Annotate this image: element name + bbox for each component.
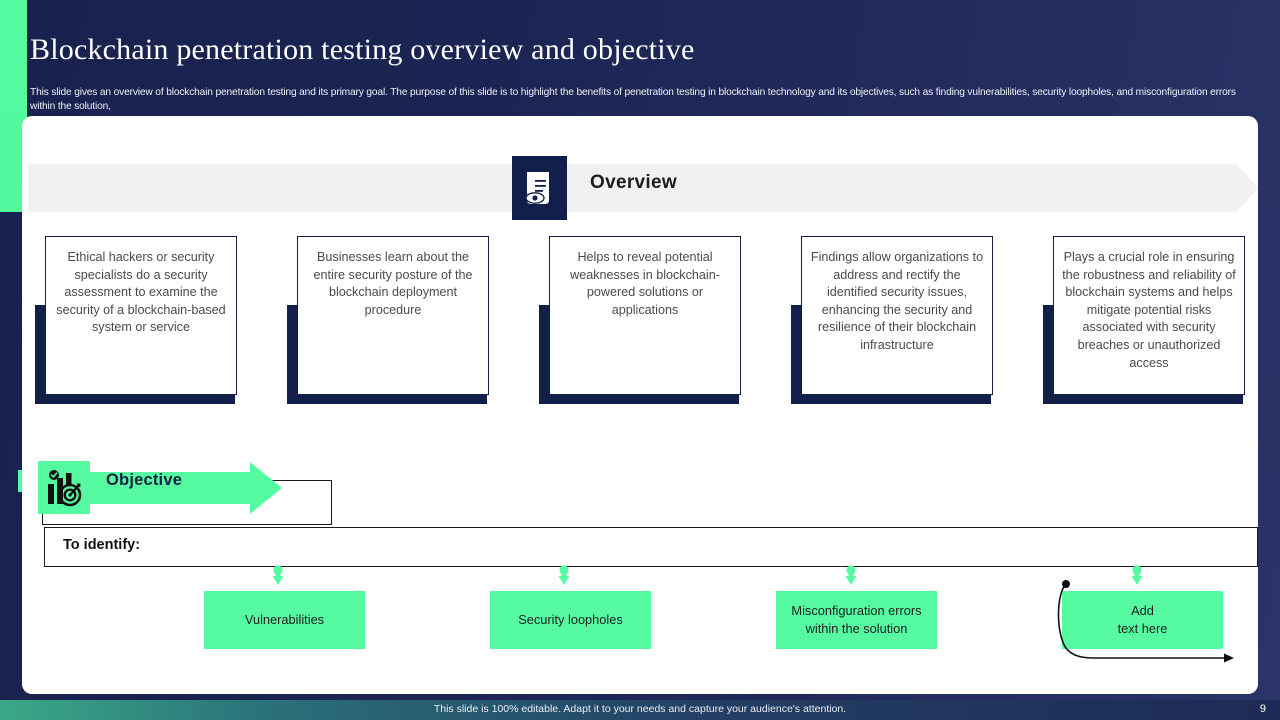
- to-identify-label: To identify:: [63, 537, 141, 553]
- overview-card-3: Helps to reveal potential weaknesses in …: [539, 236, 741, 404]
- overview-card-1: Ethical hackers or security specialists …: [35, 236, 237, 404]
- page-number: 9: [1259, 703, 1266, 715]
- target-chart-icon: [38, 461, 90, 514]
- page-title: Blockchain penetration testing overview …: [30, 33, 695, 66]
- footer-note: This slide is 100% editable. Adapt it to…: [433, 703, 847, 715]
- objective-item-3[interactable]: Misconfiguration errors within the solut…: [776, 591, 937, 649]
- card-text: Plays a crucial role in ensuring the rob…: [1053, 236, 1245, 395]
- objective-horizontal-line: [44, 566, 1258, 567]
- connector-arrow-3: [842, 565, 860, 587]
- overview-band: [28, 164, 1236, 212]
- objective-item-1[interactable]: Vulnerabilities: [204, 591, 365, 649]
- document-eye-icon: [512, 156, 567, 220]
- overview-band-arrow-tip: [1236, 164, 1258, 212]
- card-text: Findings allow organizations to address …: [801, 236, 993, 395]
- overview-label: Overview: [590, 172, 677, 193]
- connector-arrow-4: [1128, 565, 1146, 587]
- card-text: Businesses learn about the entire securi…: [297, 236, 489, 395]
- card-text: Helps to reveal potential weaknesses in …: [549, 236, 741, 395]
- objective-item-2[interactable]: Security loopholes: [490, 591, 651, 649]
- card-text: Ethical hackers or security specialists …: [45, 236, 237, 395]
- objective-arrow-banner: [90, 462, 282, 514]
- page-subtitle: This slide gives an overview of blockcha…: [30, 87, 1236, 112]
- overview-card-4: Findings allow organizations to address …: [791, 236, 993, 404]
- overview-card-2: Businesses learn about the entire securi…: [287, 236, 489, 404]
- objective-label: Objective: [106, 471, 183, 489]
- annotation-curved-arrow: [1052, 572, 1242, 667]
- footer-bar: [0, 700, 1280, 720]
- connector-arrow-1: [269, 565, 287, 587]
- to-identify-box: [44, 527, 1258, 567]
- overview-card-5: Plays a crucial role in ensuring the rob…: [1043, 236, 1245, 404]
- connector-arrow-2: [555, 565, 573, 587]
- objective-item-4[interactable]: Add text here: [1062, 591, 1223, 649]
